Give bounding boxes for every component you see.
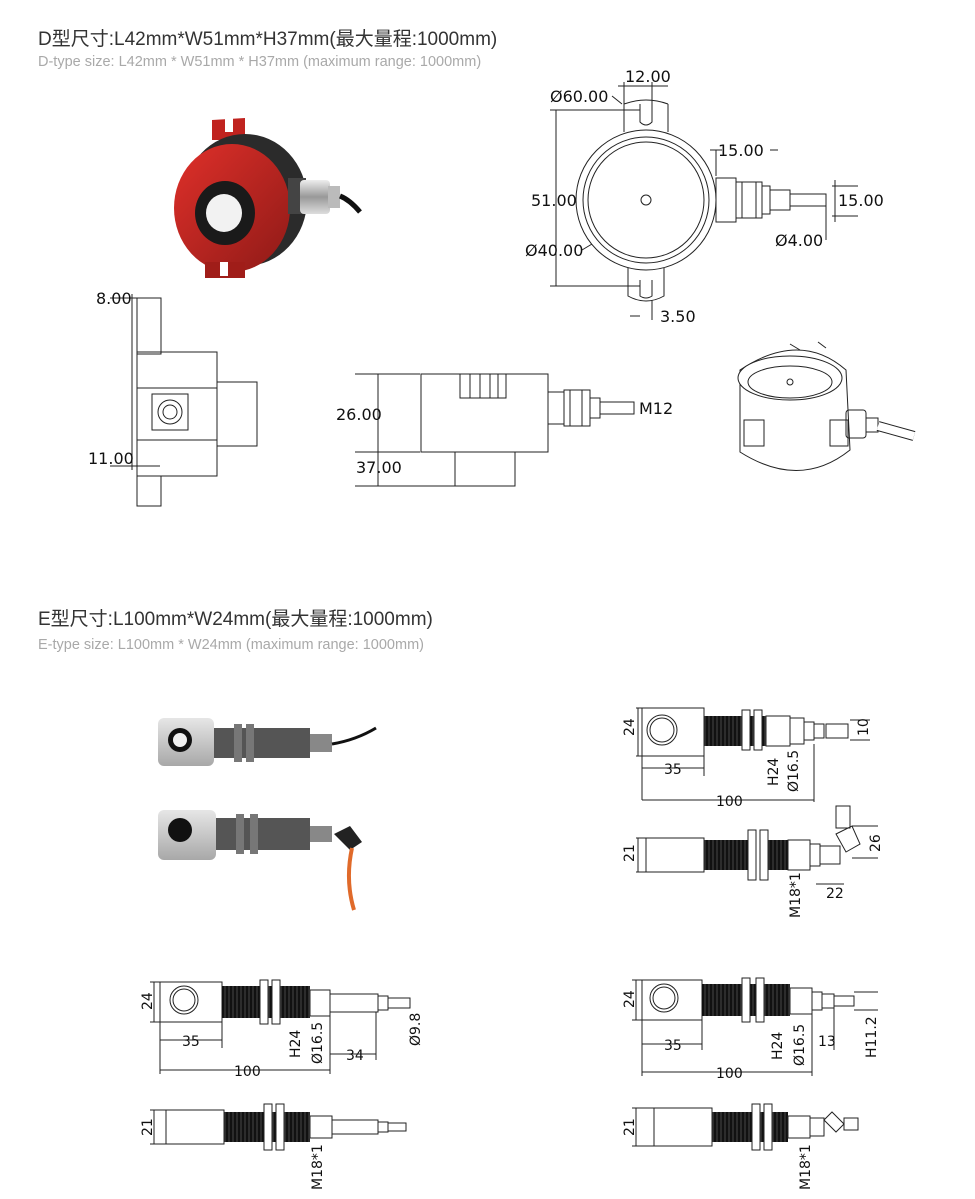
e-dim-angle-h: 26 — [868, 834, 884, 852]
e-dim-head-h-1: 24 — [622, 718, 638, 736]
d-dim-slot-width: 12.00 — [625, 67, 671, 86]
e-type-drawing-straight: 24 35 100 H24 Ø16.5 10 — [622, 707, 872, 810]
e-type-product-photo-1 — [158, 718, 377, 766]
d-type-top-view: 12.00 Ø60.00 51.00 Ø40.00 15.00 15.00 Ø4… — [525, 67, 884, 326]
e-dim-total-len-2: 100 — [234, 1064, 261, 1080]
e-type-drawing-connector: 24 35 100 H24 Ø16.5 13 H11.2 — [622, 977, 880, 1082]
d-dim-flange-top: 8.00 — [96, 289, 132, 308]
d-dim-cable-offset: 15.00 — [838, 191, 884, 210]
e-dim-conn-hex: H11.2 — [864, 1016, 880, 1058]
e-dim-conn-len: 13 — [818, 1034, 836, 1050]
e-dim-hex-2: H24 — [288, 1030, 304, 1058]
e-type-drawing-connector-side: 21 M18*1 — [622, 1103, 859, 1190]
e-dim-cable-dia: Ø9.8 — [408, 1013, 424, 1046]
e-dim-cable-len: 34 — [346, 1048, 364, 1064]
e-dim-total-len-1: 100 — [716, 794, 743, 810]
e-dim-body-dia-3: Ø16.5 — [792, 1024, 808, 1066]
d-dim-body-height: 51.00 — [531, 191, 577, 210]
e-dim-thread-1: M18*1 — [788, 872, 804, 918]
e-dim-body-dia-1: Ø16.5 — [786, 750, 802, 792]
e-type-product-photo-2 — [158, 810, 362, 911]
d-type-front-view: 8.00 11.00 — [88, 289, 258, 507]
e-dim-connector-w: 10 — [856, 718, 872, 736]
e-dim-head-len-3: 35 — [664, 1038, 682, 1054]
d-dim-thread: M12 — [639, 399, 673, 418]
section-e-subtitle: E-type size: L100mm * W24mm (maximum ran… — [38, 637, 424, 653]
d-dim-cable-dia: Ø4.00 — [775, 231, 823, 250]
section-d-subtitle: D-type size: L42mm * W51mm * H37mm (maxi… — [38, 54, 482, 70]
d-type-side-view: 26.00 37.00 M12 — [336, 373, 673, 487]
e-dim-thread-3: M18*1 — [798, 1144, 814, 1190]
e-dim-side-w-2: 21 — [140, 1118, 156, 1136]
d-dim-cable-gland: 15.00 — [718, 141, 764, 160]
e-dim-total-len-3: 100 — [716, 1066, 743, 1082]
e-dim-thread-2: M18*1 — [310, 1144, 326, 1190]
e-type-drawing-angled: 21 M18*1 22 26 — [622, 805, 884, 918]
e-dim-hex-1: H24 — [766, 758, 782, 786]
e-type-drawing-cable-side: 21 M18*1 — [140, 1103, 407, 1190]
e-dim-hex-3: H24 — [770, 1032, 786, 1060]
e-dim-body-dia-2: Ø16.5 — [310, 1022, 326, 1064]
section-d-title: D型尺寸:L42mm*W51mm*H37mm(最大量程:1000mm) — [38, 29, 498, 50]
d-type-iso-render — [737, 341, 916, 471]
e-dim-head-h-3: 24 — [622, 990, 638, 1008]
d-dim-flange-bottom: 11.00 — [88, 449, 134, 468]
e-dim-side-w-3: 21 — [622, 1118, 638, 1136]
e-dim-head-h-2: 24 — [140, 992, 156, 1010]
e-type-drawing-cable: 24 35 100 H24 Ø16.5 34 Ø9.8 — [140, 979, 424, 1080]
e-dim-head-len-2: 35 — [182, 1034, 200, 1050]
d-dim-outer-dia: Ø60.00 — [550, 87, 608, 106]
d-dim-total-height: 37.00 — [356, 458, 402, 477]
e-dim-head-len-1: 35 — [664, 762, 682, 778]
section-e-title: E型尺寸:L100mm*W24mm(最大量程:1000mm) — [38, 609, 433, 630]
e-dim-side-w-1: 21 — [622, 844, 638, 862]
d-type-product-photo — [174, 118, 362, 278]
d-dim-side-height: 26.00 — [336, 405, 382, 424]
d-dim-slot-depth: 3.50 — [660, 307, 696, 326]
e-dim-angle-len: 22 — [826, 886, 844, 902]
d-dim-inner-dia: Ø40.00 — [525, 241, 583, 260]
